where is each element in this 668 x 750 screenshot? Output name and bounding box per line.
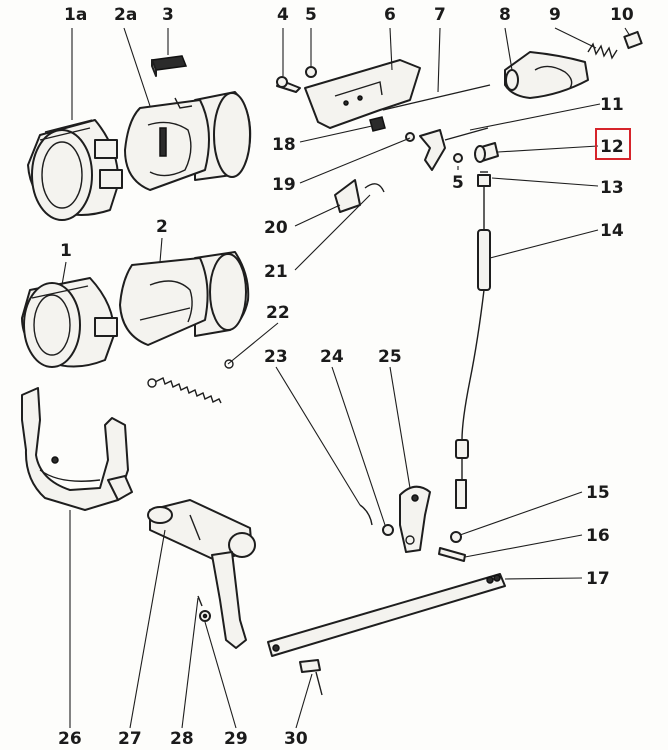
part-13-fitting: [477, 171, 491, 187]
label-9: 9: [549, 5, 561, 25]
part-6-bracket: [304, 59, 421, 129]
label-15: 15: [586, 483, 610, 503]
part-4-bolt: [276, 76, 301, 93]
label-17: 17: [586, 569, 610, 589]
part-11-lever: [419, 127, 489, 171]
label-21: 21: [264, 262, 288, 282]
label-2a: 2a: [114, 5, 137, 25]
part-19-screw: [405, 132, 415, 142]
part-9-spring: [587, 42, 618, 60]
part-12-pivot-pin: [474, 142, 499, 163]
part-29-washer: [199, 610, 211, 622]
part-8-knob: [504, 51, 589, 99]
label-22: 22: [266, 303, 290, 323]
part-labels: 1a 2a 3 4 5 6 7 8 9 10 11 12 18 19 5 13 …: [58, 5, 634, 749]
label-11: 11: [600, 95, 624, 115]
label-1a: 1a: [64, 5, 87, 25]
part-2a-sleeve: [124, 91, 252, 191]
part-25-bellcrank: [399, 485, 431, 553]
part-3-key: [150, 55, 188, 77]
label-1: 1: [60, 241, 72, 261]
label-4: 4: [277, 5, 289, 25]
label-28: 28: [170, 729, 194, 749]
label-27: 27: [118, 729, 142, 749]
label-3: 3: [162, 5, 174, 25]
part-14-cable: [455, 186, 491, 509]
part-1a-ring: [27, 119, 123, 221]
label-29: 29: [224, 729, 248, 749]
label-2: 2: [156, 217, 168, 237]
label-6: 6: [384, 5, 396, 25]
label-30: 30: [284, 729, 308, 749]
part-30-bolt: [299, 659, 323, 696]
part-5-nut-upper: [305, 66, 317, 78]
label-20: 20: [264, 218, 288, 238]
label-23: 23: [264, 347, 288, 367]
highlight-box: [595, 128, 631, 160]
label-5-upper: 5: [305, 5, 317, 25]
label-19: 19: [272, 175, 296, 195]
part-27-shaft: [147, 499, 256, 649]
part-10-cap: [623, 30, 643, 50]
label-18: 18: [272, 135, 296, 155]
label-10: 10: [610, 5, 634, 25]
part-21-clip: [364, 183, 385, 193]
label-7: 7: [434, 5, 446, 25]
label-13: 13: [600, 178, 624, 198]
label-26: 26: [58, 729, 82, 749]
label-5-lower: 5: [452, 173, 464, 193]
part-16-pin: [438, 547, 466, 562]
part-22-spring: [147, 359, 234, 404]
part-18-nut: [369, 116, 386, 132]
part-26-fork: [21, 387, 133, 511]
part-1-ring: [21, 277, 118, 368]
part-7-rod: [382, 84, 491, 111]
label-14: 14: [600, 221, 624, 241]
part-20-bracket: [334, 179, 361, 213]
part-5-nut-lower: [453, 153, 463, 163]
part-24-washer: [382, 524, 394, 536]
part-28-pin: [197, 595, 203, 607]
part-23-cotter-pin: [359, 504, 373, 526]
label-25: 25: [378, 347, 402, 367]
label-8: 8: [499, 5, 511, 25]
leader-lines: [61, 27, 631, 729]
label-24: 24: [320, 347, 344, 367]
part-2-sleeve: [119, 251, 250, 346]
part-17-link: [267, 573, 506, 657]
label-12: 12: [600, 137, 624, 157]
label-16: 16: [586, 526, 610, 546]
part-15-clevis: [450, 531, 462, 543]
